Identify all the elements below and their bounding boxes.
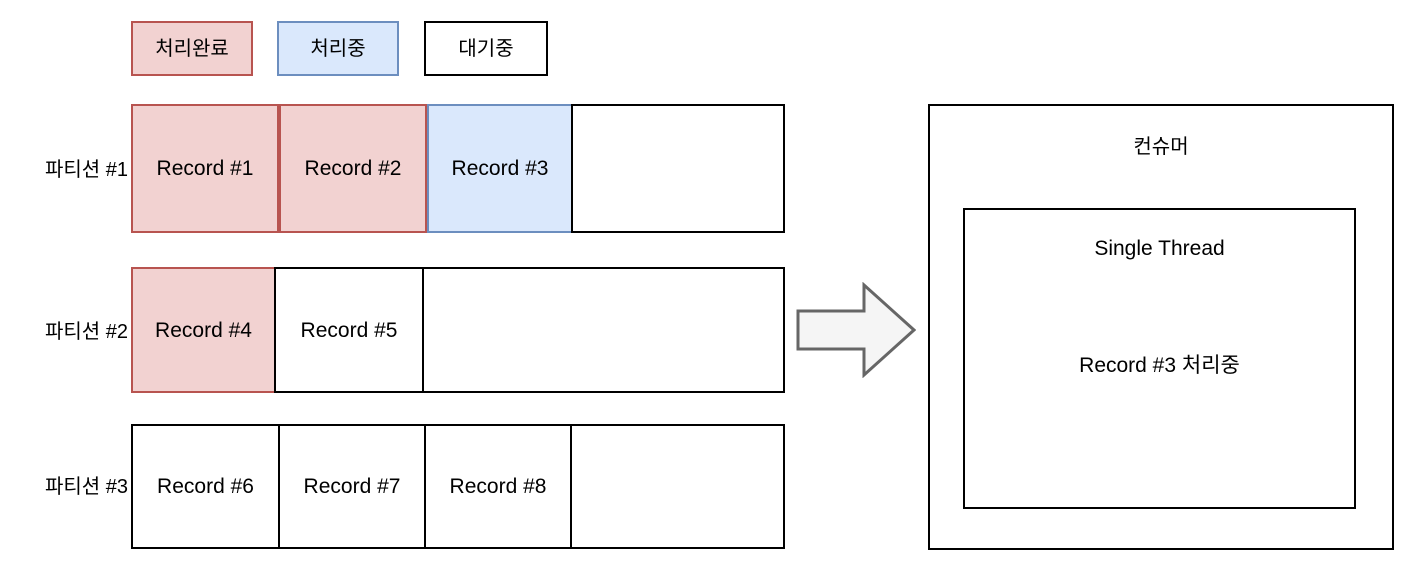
single-thread-title: Single Thread [1094,236,1225,260]
record-cell-label: Record #6 [157,475,254,498]
record-cell-empty-p1 [571,104,785,233]
record-cell-6: Record #6 [131,424,280,549]
record-cell-1: Record #1 [131,104,279,233]
record-cell-label: Record #8 [449,475,547,498]
record-cell-3: Record #3 [427,104,573,233]
record-cell-8: Record #8 [424,424,572,549]
record-cell-empty-p3 [570,424,785,549]
legend-item-done: 처리완료 [131,21,253,76]
record-cell-label: Record #4 [155,318,252,342]
single-thread-status: Record #3 처리중 [1079,353,1240,377]
record-cell-7: Record #7 [278,424,426,549]
consumer-title: 컨슈머 [1133,136,1189,158]
single-thread-box [963,208,1356,509]
record-cell-2: Record #2 [279,104,427,233]
record-cell-label: Record #1 [156,157,254,180]
record-cell-label: Record #2 [304,157,402,180]
record-cell-label: Record #3 [451,157,549,180]
partition-label-2: 파티션 #2 [44,321,128,343]
record-cell-label: Record #7 [303,475,401,498]
record-cell-4: Record #4 [131,267,276,393]
legend-item-processing: 처리중 [277,21,399,76]
legend-item-waiting: 대기중 [424,21,548,76]
partition-label-3: 파티션 #3 [44,476,128,498]
legend-label-waiting: 대기중 [458,37,514,60]
partition-label-1: 파티션 #1 [44,159,128,181]
record-cell-empty-p2 [422,267,785,393]
flow-arrow-right-icon [796,282,916,378]
legend-label-processing: 처리중 [310,37,366,60]
record-cell-5: Record #5 [274,267,424,393]
legend-label-done: 처리완료 [155,37,229,60]
record-cell-label: Record #5 [300,318,398,342]
